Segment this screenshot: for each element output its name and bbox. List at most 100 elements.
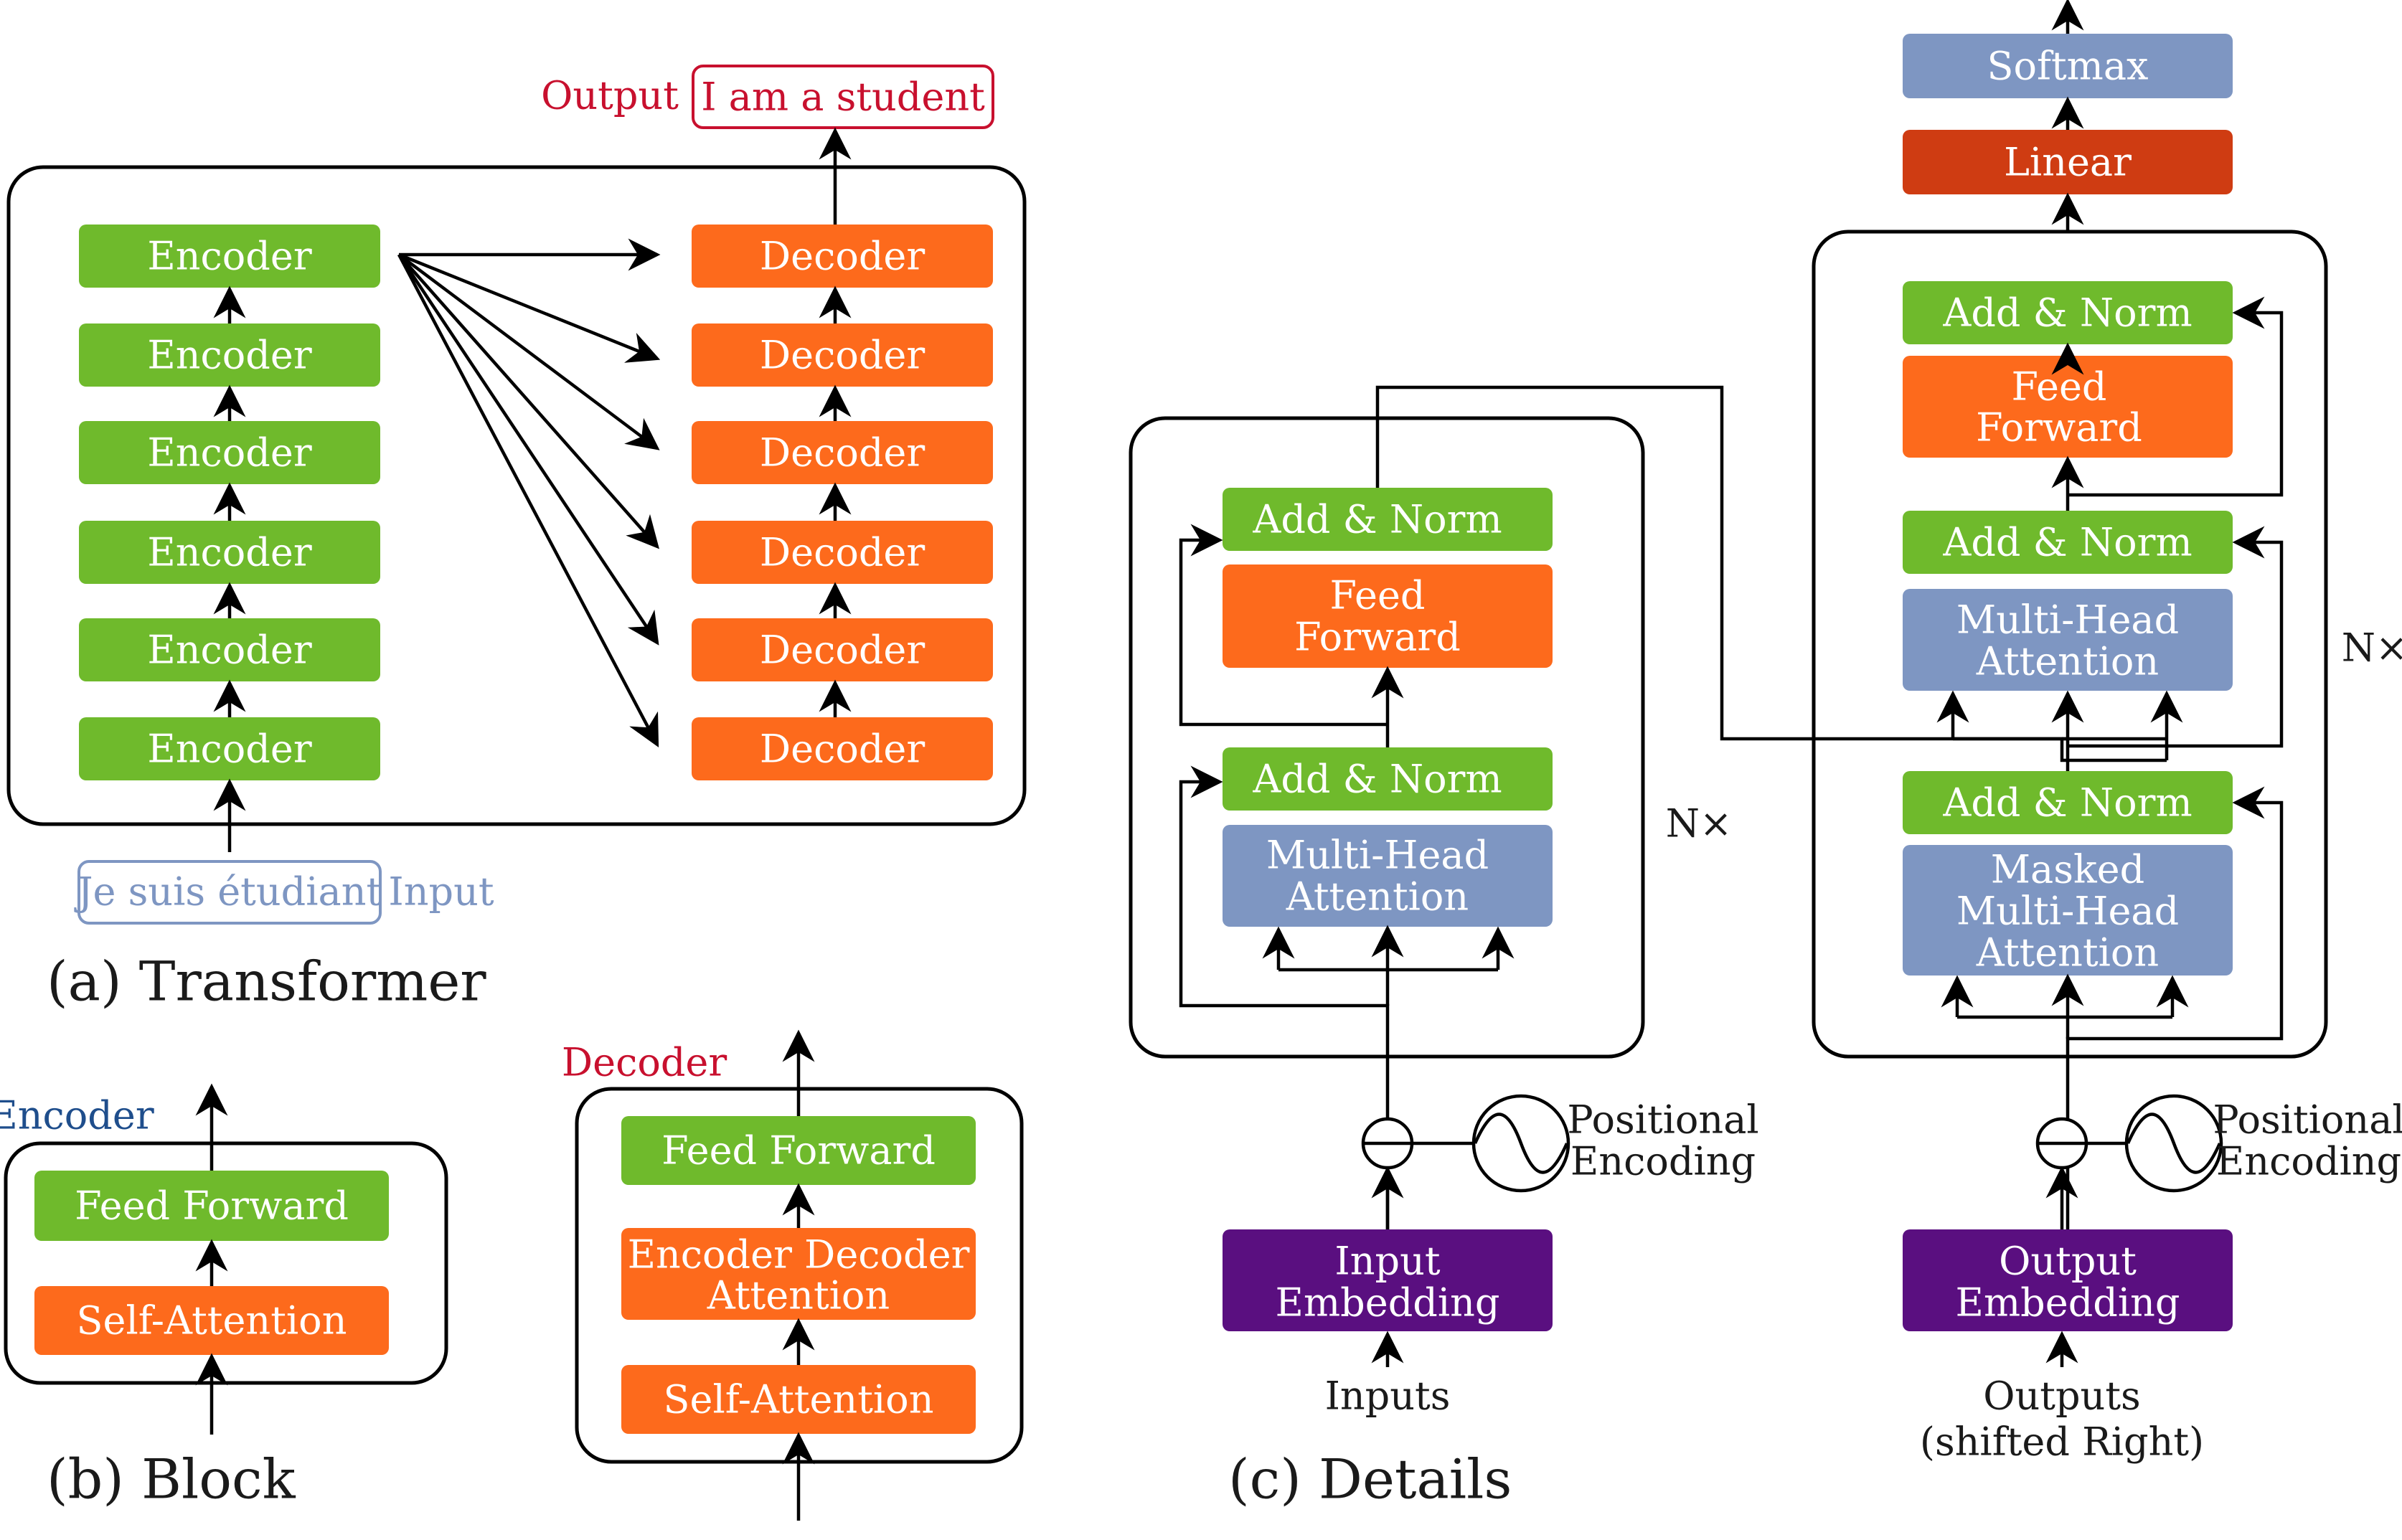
encoder-label: Encoder [147, 333, 311, 378]
softmax-label: Softmax [1987, 44, 2148, 89]
enc-positional-label: Positional [1567, 1097, 1758, 1143]
decoder-feed-forward [621, 1116, 976, 1185]
output-emb-label-1: Output [1999, 1239, 2137, 1284]
dec-add-norm-mid [1903, 511, 2233, 574]
decoder-block [692, 717, 993, 780]
decoder-label: Decoder [760, 727, 926, 772]
dec-masked-attention [1903, 845, 2233, 976]
decoder-encdec-attention [621, 1228, 976, 1320]
decoder-label: Decoder [760, 234, 926, 279]
dec-add-norm-bottom [1903, 771, 2233, 834]
input-text: Je suis étudiant [74, 869, 382, 915]
input-box [77, 860, 382, 925]
encoder-label: Encoder [147, 234, 311, 279]
decoder-block [692, 323, 993, 387]
inputs-label: Inputs [1325, 1374, 1451, 1419]
dec-multi-head-attention [1903, 589, 2233, 691]
decoder-nx: N× [2342, 625, 2402, 671]
caption-a: (a) Transformer [47, 950, 486, 1014]
decoder-label: Decoder [760, 430, 926, 476]
decoder-ff-label: Feed Forward [661, 1128, 936, 1173]
encoder-detail-arrows [1179, 385, 2167, 1231]
enc-encoding-label: Encoding [1570, 1139, 1756, 1184]
decoder-block [692, 521, 993, 584]
output-embedding [1903, 1229, 2233, 1331]
enc-ff-label-1: Feed [1330, 573, 1426, 618]
dec-masked-mha-label: Multi-Head [1956, 889, 2179, 934]
decoder-block [692, 421, 993, 484]
output-text: I am a student [701, 75, 985, 120]
encoder-label: Encoder [147, 628, 311, 673]
dec-ff-label-1: Feed [2012, 364, 2107, 410]
outputs-label-2: (shifted Right) [1920, 1419, 2204, 1465]
dec-masked-att-label: Attention [1976, 930, 2159, 976]
panel-b: Encoder Feed Forward Self-Attention Deco… [0, 1029, 1024, 1521]
encoder-label: Encoder [147, 530, 311, 575]
decoder-self-attention [621, 1365, 976, 1434]
dec-add-norm-mid-label: Add & Norm [1942, 520, 2192, 565]
encoder-block [79, 225, 380, 288]
encoder-block [79, 421, 380, 484]
encoder-feed-forward [34, 1171, 389, 1241]
encoder-label: Encoder [147, 430, 311, 476]
dec-encoding-label: Encoding [2216, 1139, 2401, 1184]
input-label: Input [388, 869, 494, 915]
dec-mha-label-1: Multi-Head [1956, 597, 2179, 643]
enc-mha-label-2: Attention [1286, 874, 1469, 920]
encoder-block [79, 717, 380, 780]
decoder-detail-frame [1812, 230, 2328, 1059]
panel-c: N× Add & Norm Feed Forward Add & Norm Mu… [1129, 0, 2402, 1511]
decoder-detail-arrows [1936, 296, 2284, 1229]
enc-add-norm-bottom-label: Add & Norm [1252, 757, 1502, 802]
linear-label: Linear [2004, 140, 2132, 185]
encoder-stack: Encoder Encoder Encoder Encoder Encoder … [79, 225, 380, 780]
decoder-eda-label-2: Attention [707, 1273, 890, 1318]
encoder-ff-label: Feed Forward [75, 1184, 349, 1229]
dec-feed-forward [1903, 356, 2233, 458]
decoder-stack: Decoder Decoder Decoder Decoder Decoder … [692, 225, 993, 780]
dec-mha-label-2: Attention [1976, 639, 2159, 684]
dec-add-norm-top-label: Add & Norm [1942, 290, 2192, 336]
output-emb-label-2: Embedding [1956, 1280, 2180, 1326]
enc-feed-forward [1223, 564, 1553, 668]
encoder-nx: N× [1666, 801, 1733, 846]
decoder-block [692, 225, 993, 288]
encoder-sa-label: Self-Attention [77, 1298, 347, 1343]
enc-multi-head-attention [1223, 825, 1553, 927]
dec-positional-label: Positional [2213, 1097, 2402, 1143]
encoder-block [79, 618, 380, 681]
enc-add-norm-top-label: Add & Norm [1252, 497, 1502, 542]
caption-c: (c) Details [1228, 1447, 1512, 1511]
linear-block [1903, 130, 2233, 194]
input-emb-label-2: Embedding [1276, 1280, 1500, 1326]
decoder-sa-label: Self-Attention [664, 1377, 934, 1422]
caption-b: (b) Block [47, 1447, 296, 1511]
panel-a-frame [6, 165, 1027, 826]
encoder-block [79, 521, 380, 584]
decoder-eda-label-1: Encoder Decoder [628, 1232, 970, 1277]
encoder-label: Encoder [147, 727, 311, 772]
decoder-label: Decoder [760, 333, 926, 378]
dec-masked-label: Masked [1991, 847, 2144, 892]
decoder-caption: Decoder [562, 1040, 727, 1085]
enc-add-norm-top [1223, 488, 1553, 551]
dec-add-norm-bottom-label: Add & Norm [1942, 780, 2192, 826]
encoder-self-attention [34, 1286, 389, 1355]
encoder-block [79, 323, 380, 387]
enc-ff-label-2: Forward [1294, 615, 1461, 660]
input-embedding [1223, 1229, 1553, 1331]
enc-mha-label-1: Multi-Head [1266, 833, 1489, 878]
fanout-arrows [397, 238, 661, 747]
decoder-label: Decoder [760, 628, 926, 673]
enc-add-norm-bottom [1223, 747, 1553, 811]
input-emb-label-1: Input [1334, 1239, 1440, 1284]
encoder-caption: Encoder [0, 1093, 154, 1138]
decoder-block [692, 618, 993, 681]
outputs-label-1: Outputs [1983, 1374, 2141, 1419]
panel-a: Output I am a student Encoder Encoder En… [6, 65, 1027, 1014]
decoder-label: Decoder [760, 530, 926, 575]
dec-ff-label-2: Forward [1976, 405, 2142, 450]
output-label: Output [541, 73, 679, 118]
dec-add-norm-top [1903, 281, 2233, 344]
